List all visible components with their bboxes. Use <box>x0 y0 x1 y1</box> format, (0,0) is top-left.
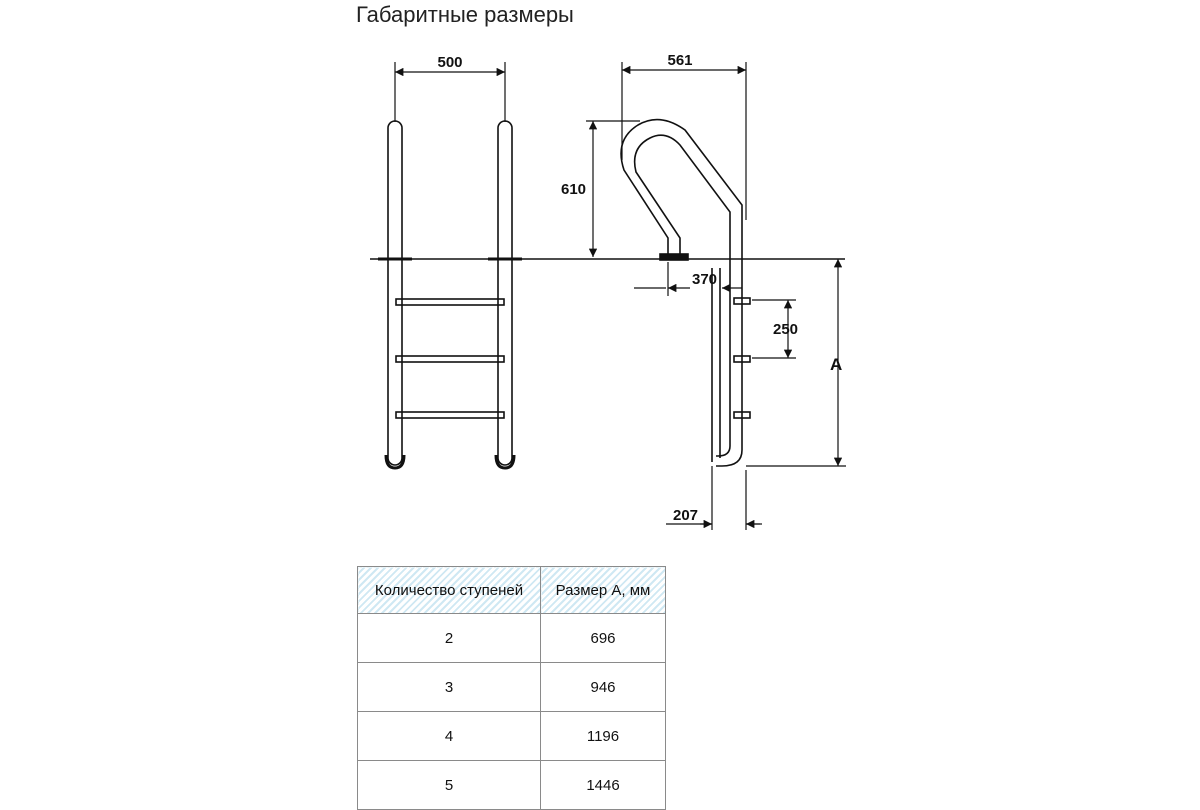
cell-steps: 5 <box>357 760 541 810</box>
dimension-500 <box>394 62 506 122</box>
dimension-610-label: 610 <box>561 181 586 198</box>
header-steps: Количество ступеней <box>357 566 541 614</box>
table-row: 4 1196 <box>357 711 666 761</box>
dimension-250-label: 250 <box>773 321 798 338</box>
table-header-row: Количество ступеней Размер А, мм <box>357 566 666 614</box>
dimension-370-label: 370 <box>692 271 717 288</box>
cell-steps: 4 <box>357 711 541 761</box>
side-view <box>620 118 751 467</box>
cell-size-a: 1446 <box>540 760 666 810</box>
dimension-610 <box>586 120 640 257</box>
dimension-370 <box>634 262 742 296</box>
table-row: 5 1446 <box>357 760 666 810</box>
dimension-250 <box>752 299 796 359</box>
header-size-a: Размер А, мм <box>540 566 666 614</box>
table-row: 2 696 <box>357 613 666 663</box>
dimension-561-label: 561 <box>667 52 692 69</box>
page-title: Габаритные размеры <box>356 2 574 27</box>
dimension-207 <box>666 466 762 530</box>
dimension-561 <box>621 62 747 220</box>
dimension-207-label: 207 <box>673 507 698 524</box>
cell-steps: 3 <box>357 662 541 712</box>
table-row: 3 946 <box>357 662 666 712</box>
ladder-drawing: 500 561 610 370 2 <box>370 52 846 530</box>
cell-size-a: 696 <box>540 613 666 663</box>
dimension-500-label: 500 <box>437 54 462 71</box>
front-view <box>378 120 522 470</box>
dimension-a <box>746 259 846 467</box>
dimension-a-label: A <box>830 355 842 374</box>
cell-size-a: 1196 <box>540 711 666 761</box>
cell-steps: 2 <box>357 613 541 663</box>
cell-size-a: 946 <box>540 662 666 712</box>
size-table: Количество ступеней Размер А, мм 2 696 3… <box>357 566 666 810</box>
